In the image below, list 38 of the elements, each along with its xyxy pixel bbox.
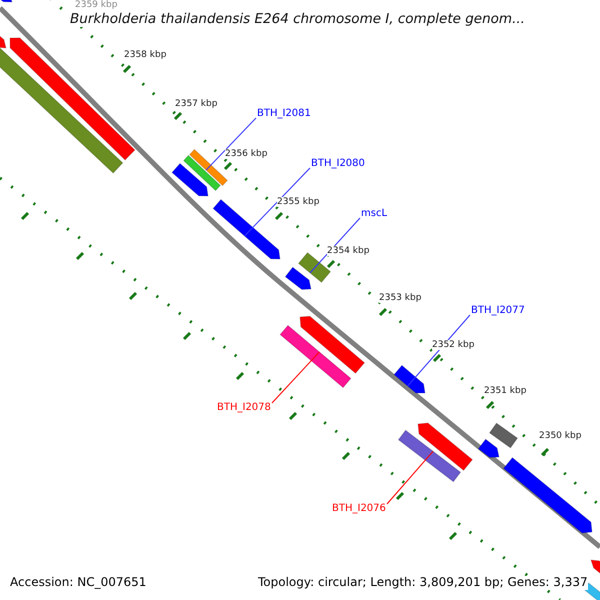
gene-bar [279, 324, 352, 388]
gene-segment [171, 162, 209, 196]
gene-bar [417, 422, 474, 472]
scale-label: 2359 kbp [75, 0, 118, 10]
scale-label: 2356 kbp [225, 149, 268, 160]
gene-label: BTH_I2076 [332, 503, 386, 514]
scale-label: 2352 kbp [432, 340, 474, 350]
scale-label: 2353 kbp [379, 293, 422, 304]
gene-segment [502, 456, 593, 534]
leader-line [244, 168, 310, 237]
gene-bar [182, 154, 222, 192]
gene-label: BTH_I2078 [217, 402, 271, 413]
scale-label: 2358 kbp [124, 50, 166, 60]
gene-segment [0, 0, 13, 3]
scale-label: 2351 kbp [484, 386, 526, 396]
leader-line [206, 118, 256, 171]
leader-line [386, 450, 434, 504]
gene-bar [298, 252, 332, 284]
gene-label: BTH_I2077 [471, 305, 525, 316]
gene-bar [0, 46, 124, 174]
gene-label: BTH_I2080 [311, 158, 365, 169]
gene-segment [284, 266, 312, 290]
scale-label: 2355 kbp [277, 197, 320, 208]
map-title: Burkholderia thailandensis E264 chromosome I, complete genom... [70, 12, 525, 27]
leader-line [272, 351, 320, 404]
info-text: Topology: circular; Length: 3,809,201 bp; Genes: 3,337 [258, 576, 588, 590]
gene-label: BTH_I2081 [257, 108, 311, 119]
gene-bar [299, 316, 366, 374]
scale-label: 2357 kbp [175, 99, 218, 110]
gene-label: mscL [361, 208, 388, 219]
leader-line [310, 218, 360, 274]
scale-label: 2350 kbp [539, 431, 582, 442]
gene-segment [478, 438, 500, 458]
gene-segment [393, 364, 426, 394]
info-text: Accession: NC_007651 [10, 576, 146, 590]
gene-bar [488, 422, 518, 449]
scale-label: 2354 kbp [327, 246, 370, 256]
gene-bar [398, 430, 462, 482]
